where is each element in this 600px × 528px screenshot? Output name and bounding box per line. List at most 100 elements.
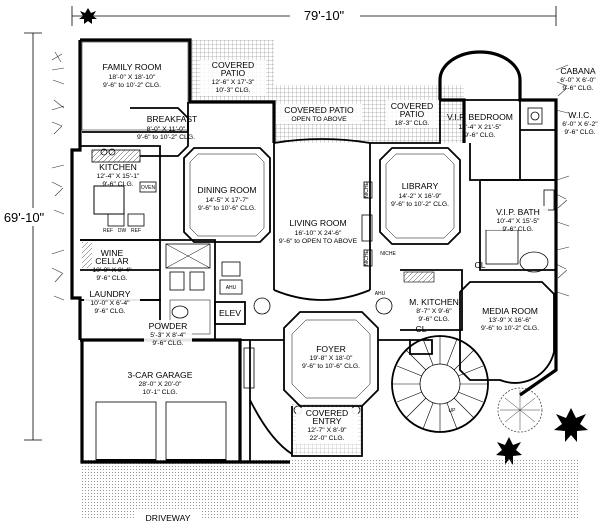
- room-kitchen: KITCHEN 12'-4" X 15'-1" 9'-6" CLG.: [97, 162, 141, 188]
- room-living-room: LIVING ROOM 16'-10" X 24'-6" 9'-6" to OP…: [279, 218, 358, 245]
- breakfast-size: 8'-0" X 11'-0": [147, 126, 186, 133]
- cabana-ceiling: 9'-6" CLG.: [562, 85, 593, 92]
- room-breakfast: BREAKFAST 8'-0" X 11'-0" 9'-6" to 10'-2"…: [137, 114, 198, 141]
- covered-patio-ne-name-1: COVERED: [391, 101, 434, 111]
- room-wine-cellar: WINE CELLAR 10'-0" X 8'-4" 9'-6" CLG.: [92, 248, 132, 282]
- closet-label-foyer: CL: [416, 324, 427, 334]
- foyer-ceiling: 9'-6" to 10'-6" CLG.: [302, 363, 360, 370]
- niche-label-3: NICHE: [380, 251, 396, 257]
- family-room-name: FAMILY ROOM: [103, 62, 162, 72]
- covered-patio-nw-name-1: COVERED: [212, 60, 255, 70]
- stairs: [391, 335, 489, 433]
- vip-bedroom-ceiling: 9'-6" CLG.: [464, 132, 495, 139]
- media-room-name: MEDIA ROOM: [482, 306, 538, 316]
- vip-bath-size: 10'-4" X 15'-5": [497, 218, 541, 225]
- wine-cellar-name-1: WINE: [101, 248, 124, 258]
- wine-cellar-ceiling: 9'-6" CLG.: [96, 275, 127, 282]
- ahu-label-1: AHU: [226, 285, 237, 291]
- room-covered-entry: COVERED ENTRY 12'-7" X 8'-9" 22'-0" CLG.: [296, 408, 358, 444]
- m-kitchen-ceiling: 9'-6" CLG.: [418, 316, 449, 323]
- m-kitchen-name: M. KITCHEN: [409, 297, 459, 307]
- dining-room-ceiling: 9'-6" to 10'-6" CLG.: [198, 205, 256, 212]
- living-room-name: LIVING ROOM: [289, 218, 346, 228]
- vip-bath-name: V.I.P. BATH: [496, 207, 540, 217]
- garage-ceiling: 10'-1" CLG.: [142, 389, 177, 396]
- depth-dimension-label: 69'-10": [4, 210, 45, 225]
- covered-entry-ceiling: 22'-0" CLG.: [309, 435, 344, 442]
- exterior-walls: [70, 38, 558, 464]
- covered-entry-name-1: COVERED: [306, 408, 349, 418]
- laundry-ceiling: 9'-6" CLG.: [94, 308, 125, 315]
- dishwasher-label: DW: [118, 228, 127, 234]
- covered-patio-ne-ceiling: 18'-3" CLG.: [394, 120, 429, 127]
- wine-cellar-name-2: CELLAR: [95, 256, 128, 266]
- driveway-name: DRIVEWAY: [146, 513, 191, 523]
- library-size: 14'-2" X 16'-9": [399, 193, 443, 200]
- width-dimension: 79'-10": [71, 5, 557, 26]
- powder-size: 5'-3" X 8'-4": [150, 332, 186, 339]
- kitchen-ceiling: 9'-6" CLG.: [102, 181, 133, 188]
- media-room-size: 13'-9" X 16'-6": [489, 317, 533, 324]
- library-name: LIBRARY: [402, 181, 439, 191]
- kitchen-size: 12'-4" X 15'-1": [97, 173, 141, 180]
- covered-patio-main-note: OPEN TO ABOVE: [291, 116, 347, 123]
- cabana-size: 6'-0" X 6'-0": [560, 77, 596, 84]
- wic-size: 6'-0" X 6'-2": [562, 121, 598, 128]
- dining-room-name: DINING ROOM: [197, 185, 256, 195]
- ref-label-2: REF: [131, 228, 141, 234]
- wic-ceiling: 9'-6" CLG.: [564, 129, 595, 136]
- driveway-paving: [82, 458, 578, 520]
- vip-bedroom-name: V.I.P. BEDROOM: [447, 112, 513, 122]
- room-library: LIBRARY 14'-2" X 16'-9" 9'-6" to 10'-2" …: [391, 181, 449, 208]
- covered-patio-main-name: COVERED PATIO: [284, 105, 354, 115]
- library-ceiling: 9'-6" to 10'-2" CLG.: [391, 201, 449, 208]
- foyer-size: 19'-8" X 18'-0": [310, 355, 354, 362]
- garage-size: 28'-0" X 20'-0": [139, 381, 183, 388]
- room-m-kitchen: M. KITCHEN 8'-7" X 9'-6" 9'-6" CLG.: [409, 297, 459, 323]
- ahu-label-2: AHU: [375, 291, 386, 297]
- breakfast-ceiling: 9'-6" to 10'-2" CLG.: [137, 134, 195, 141]
- covered-entry-name-2: ENTRY: [313, 416, 342, 426]
- garage-name: 3-CAR GARAGE: [128, 370, 193, 380]
- laundry-size: 10'-0" X 6'-4": [90, 300, 130, 307]
- foyer-name: FOYER: [316, 344, 346, 354]
- m-kitchen-size: 8'-7" X 9'-6": [416, 308, 452, 315]
- kitchen-name: KITCHEN: [99, 162, 137, 172]
- room-covered-patio-nw: COVERED PATIO 12'-6" X 17'-3" 10'-3" CLG…: [200, 60, 266, 96]
- living-room-size: 16'-10" X 24'-6": [295, 230, 342, 237]
- powder-name: POWDER: [149, 321, 188, 331]
- room-laundry: LAUNDRY 10'-0" X 6'-4" 9'-6" CLG.: [84, 288, 140, 315]
- family-room-ceiling: 9'-6" to 10'-2" CLG.: [103, 82, 161, 89]
- room-family-room: FAMILY ROOM 18'-0" X 18'-10" 9'-6" to 10…: [103, 62, 162, 89]
- living-room-ceiling: 9'-6" to OPEN TO ABOVE: [279, 238, 358, 245]
- media-room-ceiling: 9'-6" to 10'-2" CLG.: [481, 325, 539, 332]
- ref-label-1: REF: [103, 228, 113, 234]
- driveway: DRIVEWAY: [136, 510, 200, 524]
- covered-patio-nw-size: 12'-6" X 17'-3": [212, 79, 256, 86]
- wine-cellar-size: 10'-0" X 8'-4": [92, 267, 132, 274]
- room-covered-patio-ne: COVERED PATIO 18'-3" CLG.: [386, 100, 438, 128]
- room-covered-patio-main: COVERED PATIO OPEN TO ABOVE: [276, 104, 362, 124]
- wic-name: W.I.C.: [568, 110, 591, 120]
- covered-patio-ne-name-2: PATIO: [400, 109, 425, 119]
- room-vip-bedroom: V.I.P. BEDROOM 12'-4" X 21'-5" 9'-6" CLG…: [447, 112, 513, 139]
- vip-bedroom-size: 12'-4" X 21'-5": [459, 124, 503, 131]
- width-dimension-label: 79'-10": [304, 8, 345, 23]
- room-cabana: CABANA 6'-0" X 6'-0" 9'-6" CLG.: [560, 66, 596, 92]
- breakfast-name: BREAKFAST: [147, 114, 198, 124]
- covered-patio-nw-ceiling: 10'-3" CLG.: [215, 87, 250, 94]
- room-vip-bath: V.I.P. BATH 10'-4" X 15'-5" 9'-6" CLG.: [486, 206, 548, 233]
- room-powder: POWDER 5'-3" X 8'-4" 9'-6" CLG.: [144, 320, 192, 347]
- room-garage: 3-CAR GARAGE 28'-0" X 20'-0" 10'-1" CLG.: [128, 370, 193, 396]
- closet-label-vip: CL: [475, 260, 486, 270]
- stair-up-label: UP: [449, 408, 457, 414]
- niche-label-1: NICHE: [364, 182, 370, 198]
- family-room-size: 18'-0" X 18'-10": [109, 74, 156, 81]
- dining-room-size: 14'-5" X 17'-7": [206, 197, 250, 204]
- covered-patio-nw-name-2: PATIO: [221, 68, 246, 78]
- depth-dimension: 69'-10": [0, 32, 52, 441]
- room-dining-room: DINING ROOM 14'-5" X 17'-7" 9'-6" to 10'…: [197, 185, 256, 212]
- elevator-name: ELEV: [219, 308, 241, 318]
- niche-label-2: NICHE: [364, 250, 370, 266]
